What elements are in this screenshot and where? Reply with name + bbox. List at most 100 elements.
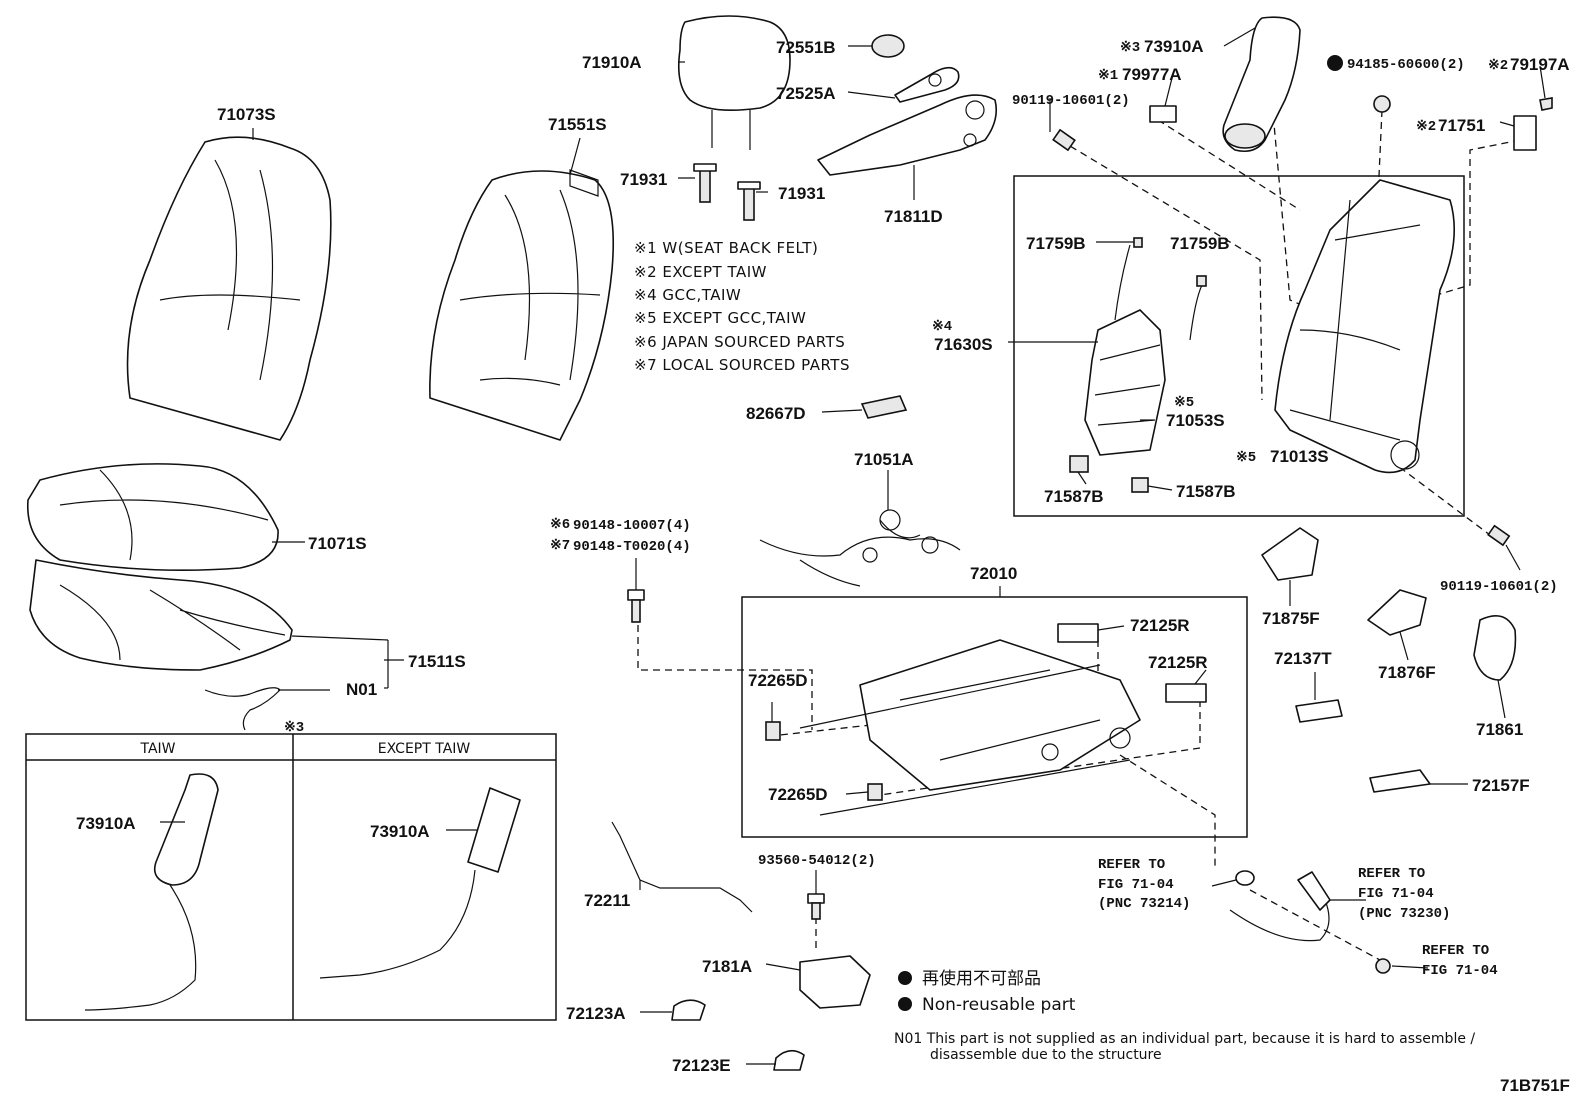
label-72125R-b[interactable]: 72125R xyxy=(1148,653,1208,672)
ref3-line2: FIG 71-04 xyxy=(1422,963,1498,979)
bracket-71751 xyxy=(1513,115,1537,151)
label-72010[interactable]: 72010 xyxy=(970,564,1017,583)
label-71073S[interactable]: 71073S xyxy=(217,105,276,124)
label-71931-a[interactable]: 71931 xyxy=(620,170,667,189)
ref1-line2: FIG 71-04 xyxy=(1098,877,1174,893)
label-71630S[interactable]: 71630S xyxy=(934,335,993,354)
label-73910A-taiw[interactable]: 73910A xyxy=(76,814,136,833)
label-72211[interactable]: 72211 xyxy=(584,891,630,910)
lever-72525A xyxy=(894,66,960,103)
seatback-cover-71073S xyxy=(126,136,332,441)
label-71751[interactable]: 71751 xyxy=(1438,116,1485,135)
bolt-93560 xyxy=(807,893,825,920)
note-6: ※6 JAPAN SOURCED PARTS xyxy=(634,333,845,351)
seat-cushion-cover-71071S xyxy=(27,463,279,572)
leader-lines xyxy=(160,27,1546,1065)
airbag-taiw xyxy=(84,773,219,1011)
label-71587B-b[interactable]: 71587B xyxy=(1176,482,1236,501)
note-7: ※7 LOCAL SOURCED PARTS xyxy=(634,356,850,374)
label-71759B-a[interactable]: 71759B xyxy=(1026,234,1086,253)
refer-to-73214[interactable]: REFER TO FIG 71-04 (PNC 73214) xyxy=(1098,857,1190,912)
clip-71759B-b xyxy=(1196,275,1207,287)
label-93560[interactable]: 93560-54012(2) xyxy=(758,853,876,869)
legend-jp: 再使用不可部品 xyxy=(922,968,1041,989)
label-71051A[interactable]: 71051A xyxy=(854,450,914,469)
label-72551B[interactable]: 72551B xyxy=(776,38,836,57)
seatback-trim-71551S xyxy=(429,169,615,441)
label-71861[interactable]: 71861 xyxy=(1476,720,1523,739)
bolt-90119-right xyxy=(1487,524,1511,547)
label-71931-b[interactable]: 71931 xyxy=(778,184,825,203)
label-72123E[interactable]: 72123E xyxy=(672,1056,731,1075)
mark-71053S: ※5 xyxy=(1174,395,1194,411)
label-71587B-a[interactable]: 71587B xyxy=(1044,487,1104,506)
mark-71013S: ※5 xyxy=(1236,450,1256,466)
cover-71861 xyxy=(1473,614,1517,681)
note-4: ※4 GCC,TAIW xyxy=(634,286,741,304)
label-73910A-top[interactable]: 73910A xyxy=(1144,37,1204,56)
motor-7181A xyxy=(799,955,871,1009)
label-72157F[interactable]: 72157F xyxy=(1472,776,1530,795)
label-71053S[interactable]: 71053S xyxy=(1166,411,1225,430)
label-72265D-b[interactable]: 72265D xyxy=(768,785,828,804)
footnote-line1: N01 This part is not supplied as an indi… xyxy=(894,1031,1475,1047)
lumbar-support-71053S xyxy=(1084,244,1203,456)
label-79197A[interactable]: 79197A xyxy=(1510,55,1570,74)
label-71910A[interactable]: 71910A xyxy=(582,53,642,72)
clip-72265D-a xyxy=(765,721,781,741)
ref1-line1: REFER TO xyxy=(1098,857,1165,873)
label-72125R-a[interactable]: 72125R xyxy=(1130,616,1190,635)
label-72123A[interactable]: 72123A xyxy=(566,1004,626,1023)
note-1: ※1 W(SEAT BACK FELT) xyxy=(634,239,818,257)
airbag-variant-table xyxy=(25,733,557,1021)
rod-72211 xyxy=(611,821,753,913)
mark-90148-2: ※7 xyxy=(550,538,570,554)
seatback-frame-71013S xyxy=(1274,179,1455,474)
label-94185[interactable]: 94185-60600(2) xyxy=(1347,57,1465,73)
label-71876F[interactable]: 71876F xyxy=(1378,663,1436,682)
label-71551S[interactable]: 71551S xyxy=(548,115,607,134)
label-90119-right[interactable]: 90119-10601(2) xyxy=(1440,579,1558,595)
label-71759B-b[interactable]: 71759B xyxy=(1170,234,1230,253)
label-7181A[interactable]: 7181A xyxy=(702,957,752,976)
mark-71630S: ※4 xyxy=(932,319,952,335)
label-72265D-a[interactable]: 72265D xyxy=(748,671,808,690)
cover-72123E xyxy=(773,1049,805,1071)
note-2: ※2 EXCEPT TAIW xyxy=(634,263,767,281)
label-71013S[interactable]: 71013S xyxy=(1270,447,1329,466)
mark-79197A: ※2 xyxy=(1488,58,1508,74)
knob-72551B xyxy=(871,34,905,58)
side-airbag-73910A xyxy=(1222,16,1301,153)
wire-harness-ref xyxy=(1229,899,1330,942)
refer-to-71-04[interactable]: REFER TO FIG 71-04 xyxy=(1422,943,1498,979)
mark-71751: ※2 xyxy=(1416,119,1436,135)
cap-82667D xyxy=(860,395,908,419)
cover-72137T xyxy=(1295,699,1343,723)
label-79977A[interactable]: 79977A xyxy=(1122,65,1182,84)
label-72137T[interactable]: 72137T xyxy=(1274,649,1332,668)
label-71511S[interactable]: 71511S xyxy=(408,652,466,671)
mark-90148-1: ※6 xyxy=(550,517,570,533)
refer-to-73230[interactable]: REFER TO FIG 71-04 (PNC 73230) xyxy=(1358,866,1450,922)
label-71071S[interactable]: 71071S xyxy=(308,534,367,553)
clip-71759B-a xyxy=(1133,237,1143,248)
headrest-71910A xyxy=(677,15,791,150)
adjuster-72125R-b xyxy=(1165,683,1207,703)
mark-taiw-box: ※3 xyxy=(284,720,304,736)
label-82667D[interactable]: 82667D xyxy=(746,404,806,423)
figure-id: 71B751F xyxy=(1500,1076,1570,1095)
bracket-71587B-a xyxy=(1069,455,1089,473)
label-90148-10007[interactable]: 90148-10007(4) xyxy=(573,518,691,534)
label-71875F[interactable]: 71875F xyxy=(1262,609,1320,628)
notes-list: ※1 W(SEAT BACK FELT) ※2 EXCEPT TAIW ※4 G… xyxy=(634,239,850,374)
felt-79977A xyxy=(1149,105,1177,123)
label-71811D[interactable]: 71811D xyxy=(884,207,943,226)
label-90148-T0020[interactable]: 90148-T0020(4) xyxy=(573,539,691,555)
label-90119-top[interactable]: 90119-10601(2) xyxy=(1012,93,1130,109)
grommet-73214 xyxy=(1235,870,1255,886)
bolt-71931-a xyxy=(693,163,717,203)
label-73910A-except[interactable]: 73910A xyxy=(370,822,430,841)
label-N01[interactable]: N01 xyxy=(346,680,377,699)
label-72525A[interactable]: 72525A xyxy=(776,84,836,103)
